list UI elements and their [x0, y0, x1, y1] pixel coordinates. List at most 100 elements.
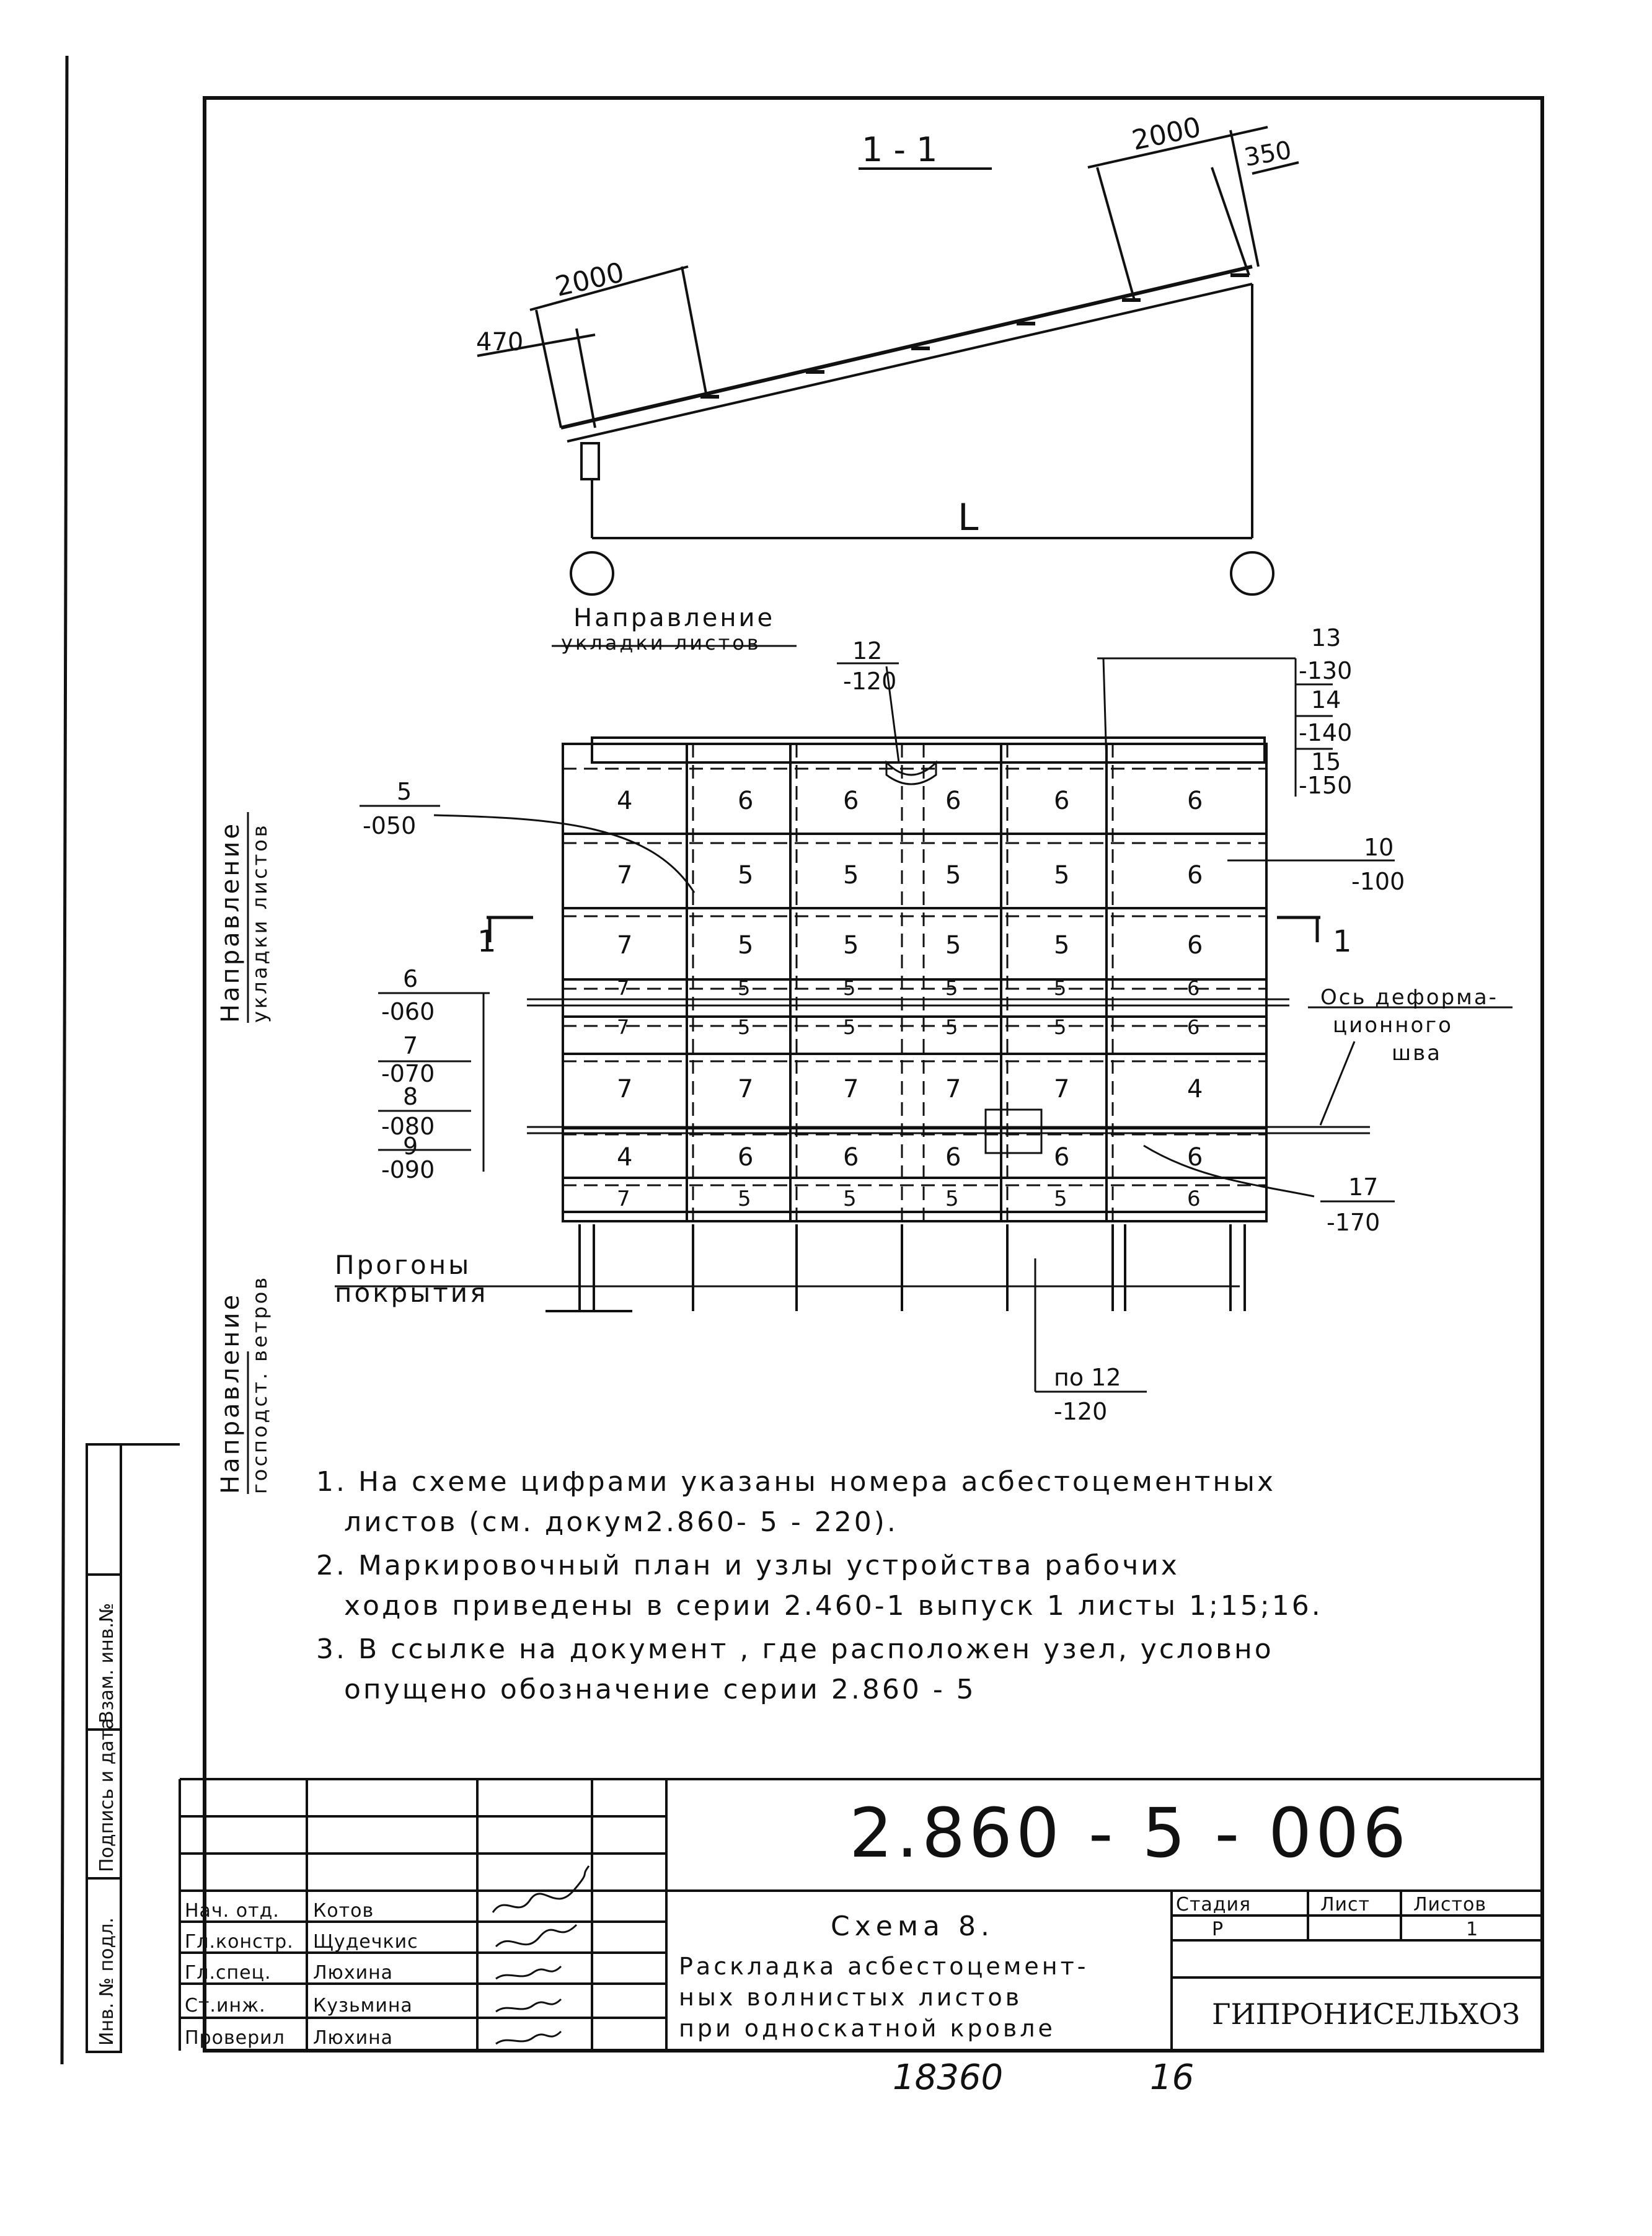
svg-text:7: 7 — [617, 976, 629, 1000]
svg-text:6: 6 — [1187, 976, 1199, 1000]
callout-10: 10 — [1364, 834, 1394, 861]
purlins-label-1: Прогоны — [335, 1250, 471, 1280]
wind-dir-1: Направление — [216, 1293, 245, 1494]
svg-text:6: 6 — [843, 787, 859, 815]
title-line-4: при односкатной кровле — [679, 2015, 1056, 2042]
callout-6: 6 — [403, 965, 418, 992]
svg-text:6: 6 — [1187, 1015, 1199, 1039]
svg-text:5: 5 — [738, 861, 753, 890]
section-title: 1 - 1 — [862, 130, 938, 169]
binding-line — [60, 55, 69, 2065]
callout-leaders — [247, 645, 1513, 1494]
name-2: Люхина — [313, 1962, 393, 1984]
svg-text:6: 6 — [738, 787, 753, 815]
svg-text:7: 7 — [843, 1075, 859, 1103]
laying-dir-v-2: укладки листов — [248, 823, 272, 1023]
svg-text:5: 5 — [1054, 861, 1069, 890]
svg-text:5: 5 — [1054, 1186, 1067, 1211]
svg-text:6: 6 — [1187, 1186, 1201, 1211]
callout-5: 5 — [397, 778, 412, 805]
note-2b: ходов приведены в серии 2.460-1 выпуск 1… — [344, 1590, 1323, 1622]
left-support — [580, 442, 600, 480]
callout-170: -170 — [1327, 1209, 1380, 1236]
svg-text:5: 5 — [843, 1015, 855, 1039]
svg-text:5: 5 — [945, 1186, 959, 1211]
title-line-3: ных волнистых листов — [679, 1984, 1022, 2011]
title-line-2: Раскладка асбестоцемент- — [679, 1953, 1089, 1980]
svg-text:5: 5 — [1054, 931, 1069, 960]
svg-text:5: 5 — [1054, 976, 1066, 1000]
svg-text:5: 5 — [738, 1015, 750, 1039]
callout-130: -130 — [1299, 657, 1352, 684]
svg-text:7: 7 — [1054, 1075, 1069, 1103]
svg-text:6: 6 — [1054, 1143, 1069, 1172]
svg-text:5: 5 — [843, 931, 859, 960]
wind-dir-2: господст. ветров — [248, 1275, 272, 1494]
svg-text:6: 6 — [738, 1143, 753, 1172]
svg-text:4: 4 — [617, 1143, 632, 1172]
dim-2000-right: 2000 — [1129, 112, 1204, 157]
role-3: Ст.инж. — [185, 1995, 266, 2017]
svg-text:7: 7 — [617, 931, 632, 960]
axis-bubble-right — [1230, 551, 1274, 596]
svg-text:6: 6 — [945, 787, 961, 815]
section-mark-right: 1 — [1333, 924, 1352, 959]
name-4: Люхина — [313, 2027, 393, 2049]
name-1: Щудечкис — [313, 1931, 418, 1953]
laying-dir-v-1: Направление — [216, 821, 245, 1023]
svg-text:5: 5 — [1054, 1015, 1066, 1039]
callout-po120: -120 — [1054, 1398, 1107, 1425]
svg-text:6: 6 — [843, 1143, 859, 1172]
dim-470: 470 — [476, 328, 523, 356]
stamp-inv: Инв. № подл. — [96, 1917, 118, 2046]
role-0: Нач. отд. — [185, 1900, 280, 1922]
callout-060: -060 — [381, 998, 435, 1025]
note-3b: опущено обозначение серии 2.860 - 5 — [344, 1674, 976, 1705]
doc-number: 2.860 - 5 - 006 — [849, 1793, 1410, 1873]
svg-text:6: 6 — [1187, 861, 1203, 890]
name-3: Кузьмина — [313, 1995, 413, 2017]
svg-text:5: 5 — [945, 931, 961, 960]
svg-text:7: 7 — [617, 861, 632, 890]
purlins-label-2: покрытия — [335, 1278, 488, 1308]
org-name: ГИПРОНИСЕЛЬХОЗ — [1212, 1997, 1520, 2031]
callout-8: 8 — [403, 1083, 418, 1110]
svg-text:5: 5 — [843, 861, 859, 890]
callout-140: -140 — [1299, 719, 1352, 746]
callout-070: -070 — [381, 1060, 435, 1087]
title-block-lines — [86, 1443, 1542, 2053]
roof-slope-line — [560, 265, 1253, 430]
note-1a: 1. На схеме цифрами указаны номера асбес… — [316, 1466, 1276, 1498]
svg-text:6: 6 — [945, 1143, 961, 1172]
axis-label-2: ционного — [1333, 1013, 1453, 1038]
note-1b: листов (см. докум2.860- 5 - 220). — [344, 1506, 898, 1538]
notes-block: 1. На схеме цифрами указаны номера асбес… — [316, 1466, 1323, 1705]
sheet-frame — [203, 96, 1544, 2053]
svg-text:5: 5 — [945, 861, 961, 890]
svg-text:6: 6 — [1187, 787, 1203, 815]
sheets-label: Листов — [1413, 1894, 1486, 1916]
sheet-layout-plan — [335, 736, 1370, 1312]
callout-14: 14 — [1311, 686, 1341, 714]
dim-span-L: L — [958, 496, 979, 539]
stamp-replace: Взам. инв.№ — [96, 1603, 118, 1723]
callout-13: 13 — [1311, 624, 1341, 652]
footer-page: 16 — [1150, 2057, 1194, 2098]
sheets-value: 1 — [1466, 1919, 1478, 1940]
grid-row-1: 7 5 5 5 5 6 — [617, 861, 1203, 890]
note-3a: 3. В ссылке на документ , где расположен… — [316, 1633, 1274, 1665]
svg-text:4: 4 — [617, 787, 632, 815]
stage-value: Р — [1212, 1919, 1224, 1940]
callout-12: 12 — [852, 637, 882, 665]
role-4: Проверил — [185, 2027, 285, 2049]
axis-bubble-left — [570, 551, 614, 596]
name-0: Котов — [313, 1900, 374, 1922]
laying-dir-h-2: укладки листов — [561, 631, 761, 655]
